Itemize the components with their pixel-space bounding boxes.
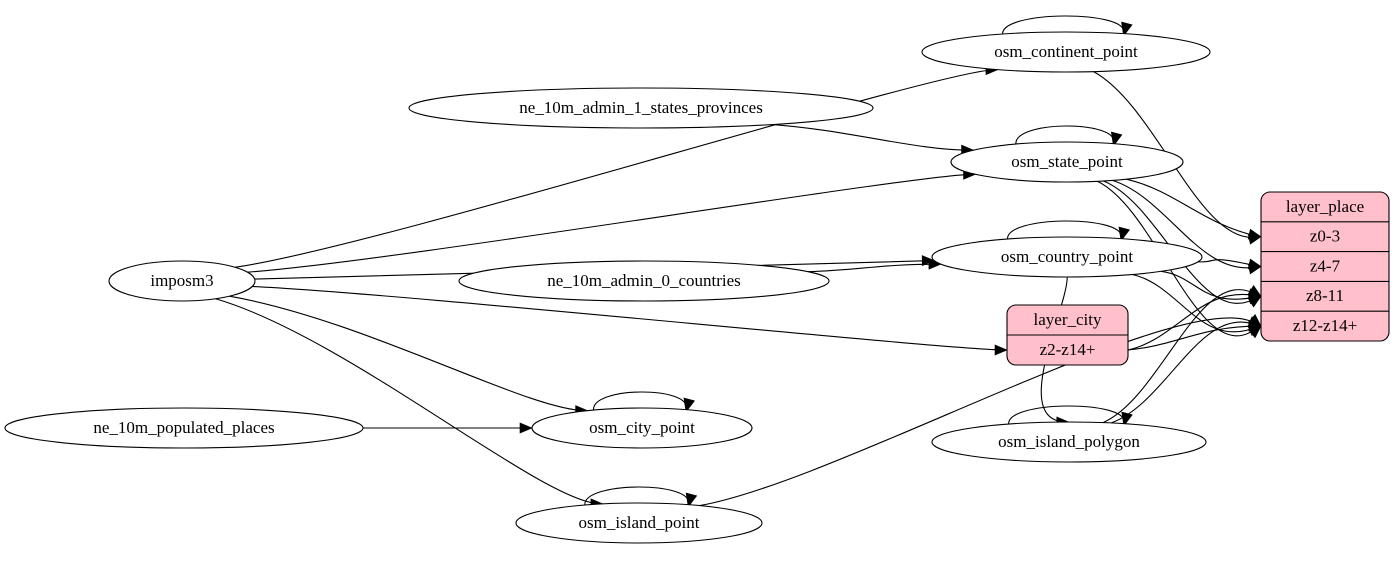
record-node-layer_place[interactable]: layer_place z0-3 z4-7 z8-11 z12-z14+: [1260, 191, 1390, 342]
node-shape: [931, 421, 1207, 463]
node-shape: [458, 260, 830, 302]
edge-path: [1127, 325, 1260, 351]
graph-edge-osm_country_point-to-layer_place_z8_11: [1161, 270, 1262, 305]
graph-node-ne_10m_populated_places[interactable]: ne_10m_populated_places: [4, 407, 364, 449]
node-shape: [531, 407, 753, 449]
graph-node-osm_country_point[interactable]: osm_country_point: [931, 236, 1203, 278]
record-row-layer_place_z4_7[interactable]: z4-7: [1310, 256, 1341, 275]
records-layer: layer_place z0-3 z4-7 z8-11 z12-z14+ layer_ci…: [1006, 191, 1390, 366]
graph-edge-osm_state_point-to-layer_place_z0_3: [1126, 178, 1262, 240]
edge-path: [1097, 180, 1260, 337]
record-row-layer_place_title[interactable]: layer_place: [1286, 197, 1364, 216]
edge-arrowhead: [1118, 226, 1131, 242]
edge-arrowhead: [683, 397, 696, 413]
node-shape: [408, 87, 874, 129]
graph-edge-osm_island_polygon-to-layer_place_z8_11: [1102, 285, 1262, 424]
record-row-layer_city_title[interactable]: layer_city: [1034, 310, 1102, 329]
edge-path: [1008, 405, 1125, 426]
edge-path: [252, 285, 1006, 351]
node-label: osm_island_point: [579, 513, 700, 532]
record-row-layer_place_z12[interactable]: z12-z14+: [1293, 316, 1357, 335]
edge-arrowhead: [519, 422, 533, 434]
edge-path: [699, 317, 1260, 507]
edge-path: [1015, 125, 1114, 146]
edge-path: [1093, 71, 1260, 238]
record-row-layer_place_z0_3[interactable]: z0-3: [1310, 227, 1340, 246]
node-label: osm_city_point: [589, 418, 695, 437]
graph-edge-osm_city_point-to-osm_city_point: [593, 391, 696, 413]
graph-edge-imposm3-to-osm_island_point: [215, 298, 604, 510]
graph-edge-osm_country_point-to-layer_place_z4_7: [1197, 258, 1262, 270]
node-shape: [108, 260, 256, 302]
edge-path: [247, 173, 974, 273]
nodes-layer: imposm3 ne_10m_populated_places ne_10m_adm…: [4, 31, 1211, 544]
edge-arrowhead: [1247, 258, 1262, 270]
record-background: [1260, 191, 1390, 342]
edge-path: [1127, 294, 1260, 351]
node-label: imposm3: [150, 271, 213, 290]
node-shape: [515, 502, 763, 544]
edge-path: [1110, 321, 1260, 424]
graph-node-osm_city_point[interactable]: osm_city_point: [531, 407, 753, 449]
record-row-layer_place_z8_11[interactable]: z8-11: [1306, 286, 1344, 305]
graph-edge-osm_island_polygon-to-osm_island_polygon: [1008, 405, 1133, 427]
edges-layer: [215, 15, 1262, 510]
node-label: osm_island_polygon: [998, 432, 1140, 451]
node-label: ne_10m_admin_0_countries: [547, 271, 741, 290]
edge-arrowhead: [1247, 285, 1262, 297]
graph-edge-osm_island_point-to-layer_place_z12: [699, 313, 1262, 507]
edge-arrowhead: [1247, 228, 1262, 240]
edge-path: [1161, 270, 1260, 300]
edge-arrowhead: [994, 344, 1008, 356]
record-row-layer_city_z2[interactable]: z2-z14+: [1040, 340, 1096, 359]
graph-edge-osm_state_point-to-osm_state_point: [1015, 125, 1123, 147]
node-label: ne_10m_populated_places: [93, 418, 274, 437]
node-shape: [921, 31, 1211, 73]
graph-node-ne_10m_admin_1_states_provinces[interactable]: ne_10m_admin_1_states_provinces: [408, 87, 874, 129]
edge-path: [1112, 179, 1260, 269]
edge-path: [1126, 178, 1260, 238]
graph-edge-ne_10m_admin_1_states_provinces-to-osm_state_point: [771, 123, 975, 156]
graph-edge-imposm3-to-osm_state_point: [247, 168, 977, 273]
edge-path: [1132, 273, 1260, 333]
edge-path: [234, 69, 996, 268]
edge-path: [1002, 15, 1125, 36]
edge-arrowhead: [1248, 313, 1262, 327]
graph-node-imposm3[interactable]: imposm3: [108, 260, 256, 302]
graph-node-ne_10m_admin_0_countries[interactable]: ne_10m_admin_0_countries: [458, 260, 830, 302]
edge-path: [584, 486, 689, 507]
edge-path: [1007, 220, 1122, 241]
edge-arrowhead: [1121, 411, 1133, 427]
edge-arrowhead: [1121, 21, 1133, 37]
graph-node-osm_island_polygon[interactable]: osm_island_polygon: [931, 421, 1207, 463]
graph-node-osm_continent_point[interactable]: osm_continent_point: [921, 31, 1211, 73]
edge-path: [593, 391, 687, 412]
graph-node-osm_island_point[interactable]: osm_island_point: [515, 502, 763, 544]
node-shape: [950, 141, 1184, 183]
graph-edge-osm_island_point-to-osm_island_point: [584, 486, 698, 508]
edge-path: [807, 263, 939, 273]
graph-edge-imposm3-to-layer_city_z2: [252, 285, 1008, 356]
graph-edge-osm_country_point-to-osm_country_point: [1007, 220, 1131, 242]
graph-edge-ne_10m_populated_places-to-osm_city_point: [363, 422, 533, 434]
graph-edge-osm_continent_point-to-osm_continent_point: [1002, 15, 1133, 37]
edge-path: [771, 123, 972, 151]
edge-path: [1102, 289, 1260, 424]
node-shape: [4, 407, 364, 449]
edge-path: [215, 298, 601, 505]
edge-path: [229, 295, 586, 412]
record-node-layer_city[interactable]: layer_city z2-z14+: [1006, 304, 1129, 366]
node-label: osm_state_point: [1011, 152, 1123, 171]
edge-path: [1197, 259, 1260, 268]
edge-arrowhead: [921, 255, 935, 267]
node-label: osm_country_point: [1001, 247, 1133, 266]
node-shape: [931, 236, 1203, 278]
edge-arrowhead: [685, 492, 698, 508]
node-label: osm_continent_point: [994, 42, 1138, 61]
node-label: ne_10m_admin_1_states_provinces: [519, 98, 763, 117]
edge-arrowhead: [1110, 131, 1123, 147]
graph-node-osm_state_point[interactable]: osm_state_point: [950, 141, 1184, 183]
graph-edge-osm_island_polygon-to-layer_place_z12: [1110, 316, 1262, 424]
